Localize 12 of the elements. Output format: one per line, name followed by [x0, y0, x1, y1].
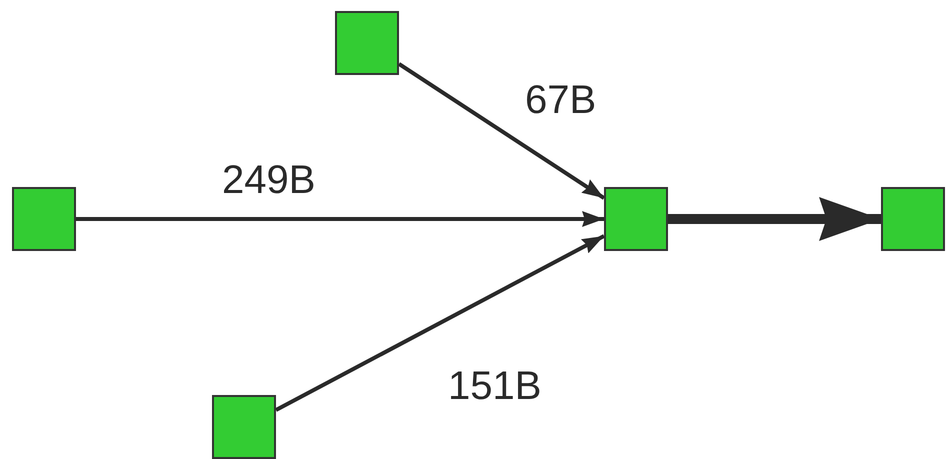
square-node [881, 187, 945, 251]
arrow [398, 62, 606, 200]
edge-label: 151B [448, 366, 542, 406]
square-node [604, 187, 668, 251]
arrow [275, 234, 605, 412]
edge-label: 249B [222, 160, 316, 200]
arrow [76, 211, 604, 227]
square-node [12, 187, 76, 251]
edge-label: 67B [525, 80, 596, 120]
arrow [668, 197, 881, 241]
square-node [335, 11, 399, 75]
square-node [212, 395, 276, 459]
